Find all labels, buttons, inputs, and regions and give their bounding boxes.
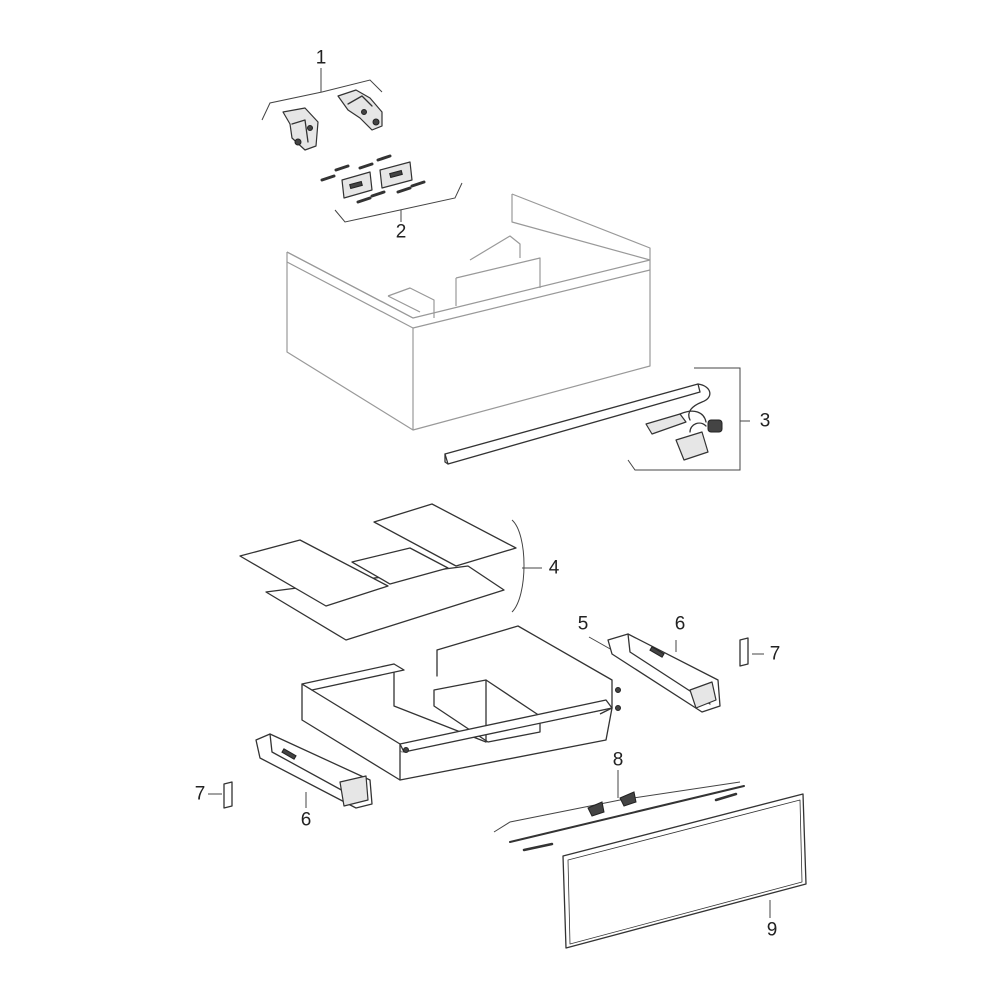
callout-9: 9 (766, 919, 778, 941)
cabinet-body (286, 193, 651, 431)
callout-8: 8 (612, 749, 624, 771)
part-4-drawer-mats (239, 503, 542, 641)
part-2-wall-plates (320, 154, 463, 223)
callout-6-right: 6 (674, 613, 686, 635)
part-7-end-cap-left (208, 781, 233, 809)
callout-6-left: 6 (300, 809, 312, 831)
callout-1: 1 (315, 47, 327, 69)
callout-7-left: 7 (194, 783, 206, 805)
part-6-drawer-runner-left (255, 733, 373, 809)
part-7-end-cap-right (739, 637, 764, 667)
callout-3: 3 (759, 410, 771, 432)
part-9-drawer-front-panel (562, 793, 807, 949)
part-5-drawer-box (301, 625, 621, 781)
callout-5: 5 (577, 613, 589, 635)
part-1-hanging-brackets (261, 68, 383, 151)
part-8-front-fittings (493, 770, 745, 852)
part-6-drawer-runner-right (607, 633, 721, 713)
callout-4: 4 (548, 557, 560, 579)
callout-7-right: 7 (769, 643, 781, 665)
callout-2: 2 (395, 221, 407, 243)
part-3-led-lighting (444, 367, 750, 471)
